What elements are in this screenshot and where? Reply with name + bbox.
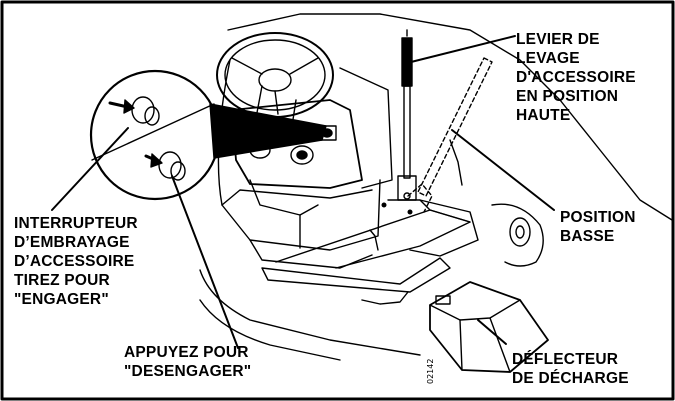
low-position-label: POSITION BASSE	[560, 209, 636, 245]
deflector-shape	[429, 281, 549, 373]
dash-panel	[231, 67, 393, 189]
tractor-body	[199, 13, 673, 361]
rear-wheel	[491, 203, 544, 267]
deflector-label: DÉFLECTEUR DE DÉCHARGE	[512, 351, 629, 387]
pto-switch-label: INTERRUPTEUR D’EMBRAYAGE D’ACCESSOIRE TI…	[14, 215, 138, 308]
callout-bubble	[89, 69, 327, 201]
lift-lever-label: LEVIER DE LEVAGE D'ACCESSOIRE EN POSITIO…	[516, 31, 636, 124]
footrest-frame	[261, 209, 471, 305]
seat-area	[369, 139, 479, 257]
push-disengage-label: APPUYEZ POUR "DESENGAGER"	[124, 344, 252, 380]
figure-code: 02142	[426, 358, 435, 384]
lift-lever-up	[397, 29, 417, 201]
lift-lever-down	[407, 57, 493, 213]
leader-lines	[51, 35, 555, 349]
